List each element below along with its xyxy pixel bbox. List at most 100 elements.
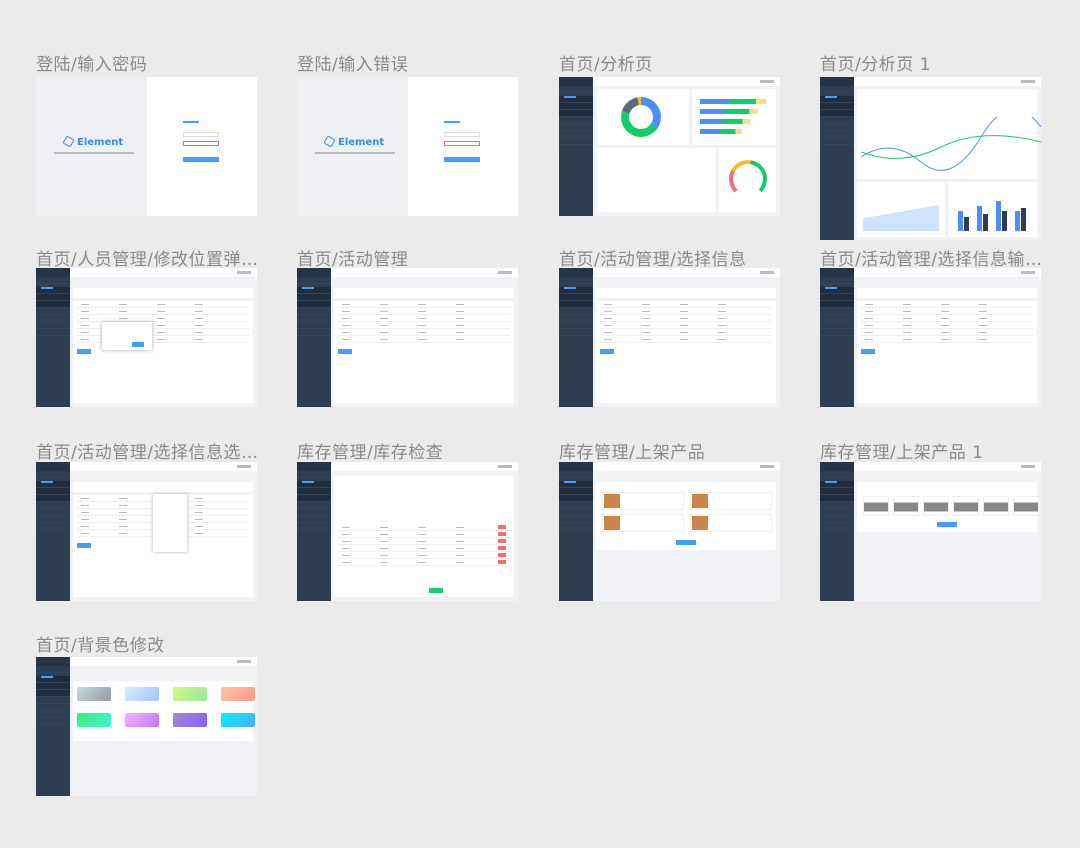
sidebar-item[interactable] <box>820 488 854 495</box>
frame-thumbnail[interactable] <box>36 268 257 407</box>
sidebar-item[interactable] <box>297 523 331 530</box>
sidebar-item[interactable] <box>36 666 70 673</box>
sidebar-item[interactable] <box>820 329 854 336</box>
login-button[interactable] <box>443 157 480 162</box>
background-swatch[interactable] <box>173 687 207 701</box>
delete-button[interactable] <box>498 553 506 557</box>
sidebar-item[interactable] <box>297 502 331 509</box>
table-row[interactable] <box>600 308 772 315</box>
sidebar-item[interactable] <box>820 308 854 315</box>
sidebar-item[interactable] <box>820 322 854 329</box>
frame-thumbnail[interactable] <box>36 657 257 796</box>
delete-button[interactable] <box>498 560 506 564</box>
product-card[interactable] <box>690 492 772 510</box>
table-row[interactable] <box>338 301 510 308</box>
sidebar-item[interactable] <box>36 711 70 718</box>
username-input[interactable] <box>443 132 480 137</box>
product-card[interactable] <box>602 492 684 510</box>
sidebar-item[interactable] <box>36 308 70 315</box>
table-row[interactable] <box>77 315 249 322</box>
sidebar-item[interactable] <box>820 131 854 138</box>
sidebar-item[interactable] <box>559 308 593 315</box>
sidebar-item[interactable] <box>559 277 593 284</box>
sidebar-item[interactable] <box>559 315 593 322</box>
sidebar-item[interactable] <box>820 96 854 103</box>
sidebar-item[interactable] <box>820 495 854 502</box>
sidebar-item[interactable] <box>559 481 593 488</box>
table-row[interactable] <box>77 301 249 308</box>
product-card[interactable] <box>690 514 772 532</box>
delete-button[interactable] <box>498 539 506 543</box>
sidebar-item[interactable] <box>36 509 70 516</box>
frame-thumbnail[interactable] <box>820 77 1041 240</box>
submit-button[interactable] <box>338 349 352 354</box>
sidebar-item[interactable] <box>36 690 70 697</box>
table-row[interactable] <box>338 336 510 343</box>
select-dropdown[interactable] <box>153 494 187 552</box>
sidebar-item[interactable] <box>297 488 331 495</box>
sidebar-item[interactable] <box>820 124 854 131</box>
submit-button[interactable] <box>77 349 91 354</box>
product-thumbnail[interactable] <box>923 496 949 516</box>
sidebar-item[interactable] <box>297 287 331 294</box>
sidebar-item[interactable] <box>36 287 70 294</box>
sidebar-item[interactable] <box>559 103 593 110</box>
sidebar-item[interactable] <box>36 683 70 690</box>
frame-thumbnail[interactable] <box>297 462 518 601</box>
sidebar-item[interactable] <box>559 523 593 530</box>
sidebar-item[interactable] <box>36 502 70 509</box>
sidebar-item[interactable] <box>559 138 593 145</box>
table-row[interactable] <box>861 301 1033 308</box>
sidebar-item[interactable] <box>559 471 593 478</box>
sidebar-item[interactable] <box>297 294 331 301</box>
sidebar-item[interactable] <box>820 516 854 523</box>
background-swatch[interactable] <box>125 713 159 727</box>
sidebar-item[interactable] <box>820 117 854 124</box>
background-swatch[interactable] <box>77 713 111 727</box>
background-swatch[interactable] <box>221 713 255 727</box>
sidebar-item[interactable] <box>36 704 70 711</box>
table-row[interactable] <box>338 329 510 336</box>
sidebar-item[interactable] <box>297 509 331 516</box>
confirm-button[interactable] <box>937 522 957 527</box>
sidebar-item[interactable] <box>820 523 854 530</box>
submit-button[interactable] <box>861 349 875 354</box>
sidebar-item[interactable] <box>559 110 593 117</box>
sidebar-item[interactable] <box>36 322 70 329</box>
delete-button[interactable] <box>498 525 506 529</box>
background-swatch[interactable] <box>173 713 207 727</box>
table-row[interactable] <box>861 308 1033 315</box>
sidebar-item[interactable] <box>559 516 593 523</box>
table-row[interactable] <box>861 329 1033 336</box>
table-row[interactable] <box>338 308 510 315</box>
sidebar-item[interactable] <box>820 481 854 488</box>
delete-button[interactable] <box>498 532 506 536</box>
sidebar-item[interactable] <box>36 329 70 336</box>
product-thumbnail[interactable] <box>863 496 889 516</box>
table-row[interactable] <box>600 329 772 336</box>
table-row[interactable] <box>600 336 772 343</box>
sidebar-item[interactable] <box>820 315 854 322</box>
sidebar-item[interactable] <box>297 481 331 488</box>
frame-thumbnail[interactable] <box>297 268 518 407</box>
product-card[interactable] <box>602 514 684 532</box>
sidebar-item[interactable] <box>36 488 70 495</box>
sidebar-item[interactable] <box>297 329 331 336</box>
password-input[interactable] <box>182 141 219 146</box>
table-row[interactable] <box>338 322 510 329</box>
frame-thumbnail[interactable] <box>820 268 1041 407</box>
sidebar-item[interactable] <box>820 509 854 516</box>
frame-thumbnail[interactable] <box>559 77 780 216</box>
sidebar-item[interactable] <box>36 495 70 502</box>
sidebar-item[interactable] <box>559 502 593 509</box>
sidebar-item[interactable] <box>36 301 70 308</box>
sidebar-item[interactable] <box>297 516 331 523</box>
sidebar-item[interactable] <box>820 287 854 294</box>
sidebar-item[interactable] <box>559 294 593 301</box>
sidebar-item[interactable] <box>297 308 331 315</box>
sidebar-item[interactable] <box>559 329 593 336</box>
table-row[interactable] <box>861 322 1033 329</box>
table-row[interactable] <box>861 336 1033 343</box>
submit-button[interactable] <box>600 349 614 354</box>
submit-button[interactable] <box>77 543 91 548</box>
